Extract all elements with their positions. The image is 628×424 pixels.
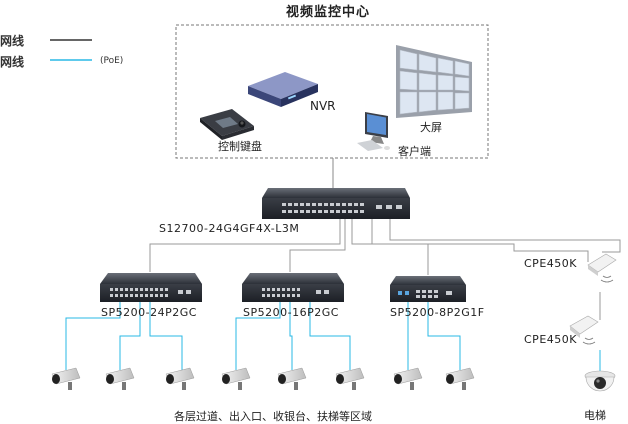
video-wall-icon <box>396 45 472 118</box>
cpe-bottom-icon <box>569 315 599 345</box>
keyboard-icon <box>200 109 254 140</box>
bullet-camera-icon <box>51 367 81 390</box>
access-switch-3-icon <box>390 276 466 302</box>
nvr-icon <box>248 72 318 107</box>
core-switch-label: S12700-24G4GF4X-L3M <box>159 222 300 235</box>
keyboard-label: 控制键盘 <box>218 140 262 153</box>
bullet-camera-icon <box>277 367 307 390</box>
legend-network-label: 网线 <box>0 34 25 48</box>
bullet-camera-icon <box>105 367 135 390</box>
access-switch-2-label: SP5200-16P2GC <box>243 306 339 319</box>
legend-poe-label: 网线 <box>0 55 25 69</box>
access-switch-1-icon <box>100 273 202 302</box>
bullet-camera-icon <box>335 367 365 390</box>
access-switch-3-label: SP5200-8P2G1F <box>390 306 485 319</box>
bullet-camera-icon <box>445 367 475 390</box>
core-switch-icon <box>262 188 410 219</box>
cpe-bottom-label: CPE450K <box>524 333 577 346</box>
bullet-camera-icon <box>221 367 251 390</box>
cpe-top-label: CPE450K <box>524 257 577 270</box>
nvr-label: NVR <box>310 99 336 113</box>
video-wall-label: 大屏 <box>420 121 442 134</box>
client-label: 客户端 <box>398 145 431 158</box>
monitoring-center-box <box>175 24 489 159</box>
bullet-camera-icon <box>165 367 195 390</box>
bullet-camera-icon <box>393 367 423 390</box>
camera-area-label: 各层过道、出入口、收银台、扶梯等区域 <box>174 410 372 423</box>
access-switch-1-label: SP5200-24P2GC <box>101 306 197 319</box>
page-title: 视频监控中心 <box>286 5 371 20</box>
dome-camera-icon <box>584 370 616 392</box>
elevator-label: 电梯 <box>584 409 606 422</box>
client-pc-icon <box>357 112 390 151</box>
cpe-top-icon <box>587 253 617 283</box>
legend-poe-note: (PoE) <box>100 56 124 66</box>
access-switch-2-icon <box>242 273 344 302</box>
